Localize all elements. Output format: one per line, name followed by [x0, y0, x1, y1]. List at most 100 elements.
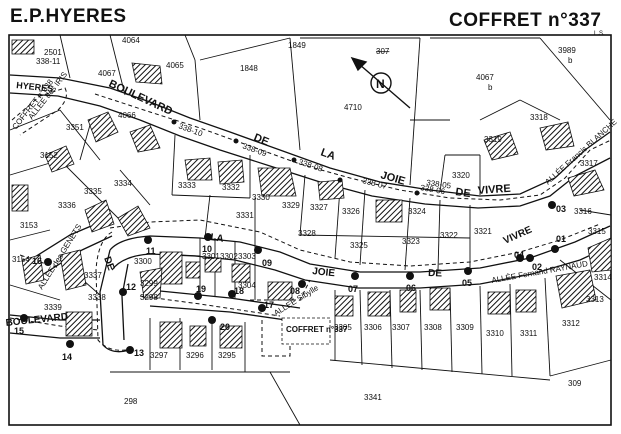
parcel-label: 3322 [440, 231, 458, 240]
node-label: 04 [514, 250, 524, 260]
parcel-label: 3309 [456, 323, 474, 332]
parcel-label: 3153 [20, 221, 38, 230]
node-label: 06 [406, 283, 416, 293]
corner-note: L.S. [594, 31, 605, 37]
parcel-label: 3332 [222, 183, 240, 192]
parcel-label: 3331 [236, 211, 254, 220]
parcel-label: 3325 [350, 241, 368, 250]
node-label: 20 [220, 322, 230, 332]
parcel-label: 4065 [166, 61, 184, 70]
coffret-box [281, 317, 331, 345]
parcel-label: 3152 [40, 151, 58, 160]
parcel-label: 338-05 [426, 178, 452, 190]
node-label: 09 [262, 258, 272, 268]
parcel-label: 1848 [240, 64, 258, 73]
parcel-label: 3989 [558, 46, 576, 55]
node-dots [20, 119, 559, 354]
parcel-label: 3306 [364, 323, 382, 332]
road-name: DE [428, 268, 443, 279]
parcel-label: 3304 [238, 281, 256, 290]
road-name: DE [101, 255, 116, 272]
parcel-label: 3324 [408, 207, 426, 216]
parcel-label: 3314 [594, 273, 612, 282]
road-name: VIVRE [477, 183, 511, 197]
parcel-label: 2501 [44, 48, 62, 57]
node-label: 10 [202, 244, 212, 254]
parcel-label: 3327 [310, 203, 328, 212]
parcel-label: 3310 [486, 329, 504, 338]
parcel-label: 4066 [118, 111, 136, 120]
parcel-label: b [568, 56, 573, 65]
parcel-label: 3341 [364, 393, 382, 402]
parcel-label: 338-06 [420, 183, 447, 196]
node-label: 18 [234, 286, 244, 296]
parcel-label: b [488, 83, 493, 92]
parcel-label: 3334 [114, 179, 132, 188]
road-name: COFFRET n°337 [286, 325, 348, 334]
node-label: 12 [126, 282, 136, 292]
parcel-label: 3312 [562, 319, 580, 328]
parcel-label: 3321 [474, 227, 492, 236]
parcel-label: 298 [124, 397, 138, 406]
parcel-label: 3336 [58, 201, 76, 210]
parcel-label: 3320 [452, 171, 470, 180]
node-label: 11 [146, 246, 156, 256]
parcel-label: 307 [376, 47, 390, 56]
parcel-label: 3301 [202, 252, 220, 261]
road-name: DE [455, 186, 472, 200]
parcel-label: 3297 [150, 351, 168, 360]
road-name: VIVRE [502, 224, 534, 246]
parcel-label: 3330 [252, 193, 270, 202]
parcel-label: 3335 [84, 187, 102, 196]
node-label: 13 [134, 348, 144, 358]
parcel-label: 4064 [122, 36, 140, 45]
parcel-label: 3337 [84, 271, 102, 280]
north-arrow-icon [350, 56, 411, 109]
parcel-label: 3154 [12, 255, 30, 264]
node-label: 05 [462, 278, 472, 288]
node-label: 14 [62, 352, 72, 362]
node-label: 15 [14, 326, 24, 336]
parcel-label: 3311 [520, 329, 538, 338]
node-label: 07 [348, 284, 358, 294]
node-label: 01 [556, 234, 566, 244]
parcel-label: 338-08 [297, 157, 324, 173]
parcel-label: 3338 [88, 293, 106, 302]
node-label: 16 [32, 256, 42, 266]
road-name: DE [252, 132, 271, 149]
parcel-label: 3339 [44, 303, 62, 312]
road-name: HYERES [16, 80, 54, 94]
road-name: LA [210, 232, 225, 245]
parcel-label: 3328 [298, 229, 316, 238]
parcel-label: 3303 [238, 252, 256, 261]
parcel-label: 3317 [580, 159, 598, 168]
parcel-label: 3326 [342, 207, 360, 216]
buildings [11, 39, 612, 349]
coffret-title: COFFRET n°337 [449, 10, 602, 31]
parcel-label: 3305 [334, 323, 352, 332]
parcel-label: 3318 [530, 113, 548, 122]
parcel-label: 3300 [134, 257, 152, 266]
node-label: 02 [532, 262, 542, 272]
parcel-label: 3316 [574, 207, 592, 216]
parcel-label: 3299 [140, 279, 158, 288]
parcel-label: 3295 [218, 351, 236, 360]
parcel-label: 3298 [140, 293, 158, 302]
road-name: LA [319, 147, 337, 163]
parcel-label: 3302 [220, 252, 238, 261]
parcel-labels: 2501 4064 4065 4067 4066 1849 1848 307 3… [12, 36, 612, 406]
node-label: 03 [556, 204, 566, 214]
parcel-label: 1849 [288, 41, 306, 50]
parcel-label: 309 [568, 379, 582, 388]
parcel-label: 3329 [282, 201, 300, 210]
node-labels: 01 02 03 04 05 06 07 08 09 10 11 12 13 1… [14, 204, 566, 362]
parcel-label: 3308 [424, 323, 442, 332]
parcel-label: 3307 [392, 323, 410, 332]
road-name: JOIE [312, 266, 336, 279]
parcel-label: 4710 [344, 103, 362, 112]
parcel-label: 3351 [66, 123, 84, 132]
map-frame [8, 34, 612, 426]
parcel-label: 3315 [588, 227, 606, 236]
parcel-label: 338-11 [36, 57, 61, 66]
